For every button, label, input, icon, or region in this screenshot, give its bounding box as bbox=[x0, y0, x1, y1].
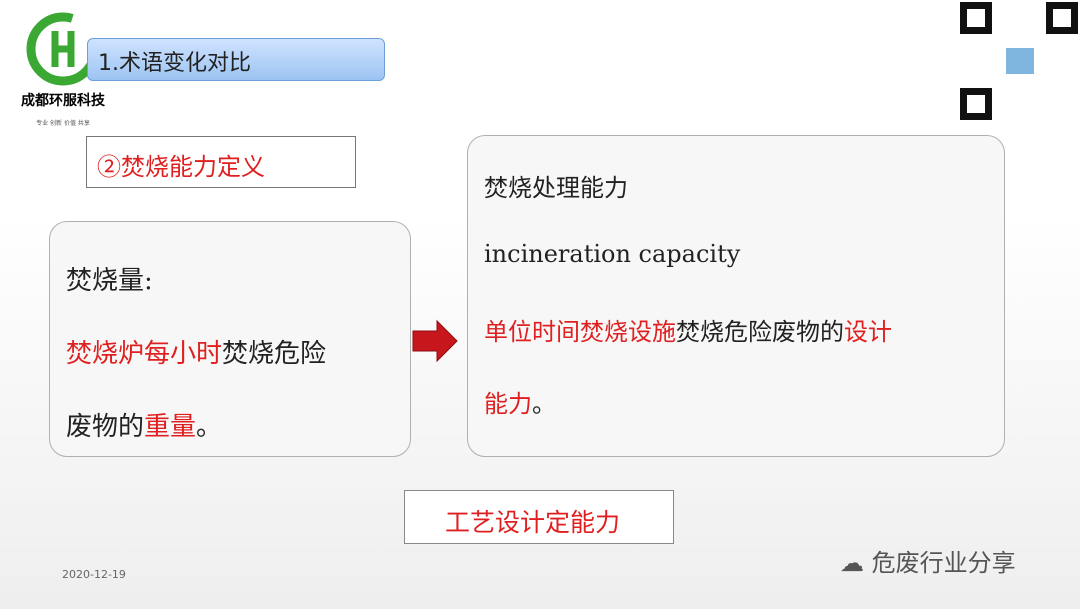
right-box: 焚烧处理能力 incineration capacity 单位时间焚烧设施焚烧危险废… bbox=[467, 135, 1005, 457]
right-heading-en: incineration capacity bbox=[484, 240, 741, 268]
left-red-2: 重量 bbox=[144, 412, 197, 442]
right-red-3: 能力 bbox=[484, 390, 532, 418]
qr-code bbox=[960, 2, 1078, 120]
wechat-watermark: ☁ 危废行业分享 bbox=[840, 543, 1016, 578]
right-red-2: 设计 bbox=[844, 318, 892, 346]
slide-date: 2020-12-19 bbox=[62, 568, 126, 581]
left-heading: 焚烧量: bbox=[66, 266, 153, 296]
right-heading-zh: 焚烧处理能力 bbox=[484, 174, 628, 202]
company-slogan: 专业 创新 价值 共享 bbox=[36, 120, 90, 127]
process-box: 工艺设计定能力 bbox=[404, 490, 674, 544]
company-name: 成都环服科技 bbox=[21, 93, 105, 109]
left-red-1: 焚烧炉每小时 bbox=[66, 339, 223, 369]
left-end: 。 bbox=[196, 412, 223, 442]
left-box: 焚烧量: 焚烧炉每小时焚烧危险废物的重量。 bbox=[49, 221, 411, 457]
right-black-1: 焚烧危险废物的 bbox=[676, 318, 844, 346]
watermark-text: 危废行业分享 bbox=[871, 549, 1016, 577]
left-black-1: 焚烧危险 bbox=[222, 339, 327, 369]
section-title: 1.术语变化对比 bbox=[87, 38, 385, 81]
left-black-2: 废物的 bbox=[66, 412, 145, 442]
right-end: 。 bbox=[532, 390, 556, 418]
wechat-icon: ☁ bbox=[840, 549, 864, 577]
definition-heading: ②焚烧能力定义 bbox=[86, 136, 356, 188]
right-red-1: 单位时间焚烧设施 bbox=[484, 318, 676, 346]
qr-avatar-icon bbox=[1006, 48, 1034, 74]
arrow-right-icon bbox=[412, 319, 458, 363]
